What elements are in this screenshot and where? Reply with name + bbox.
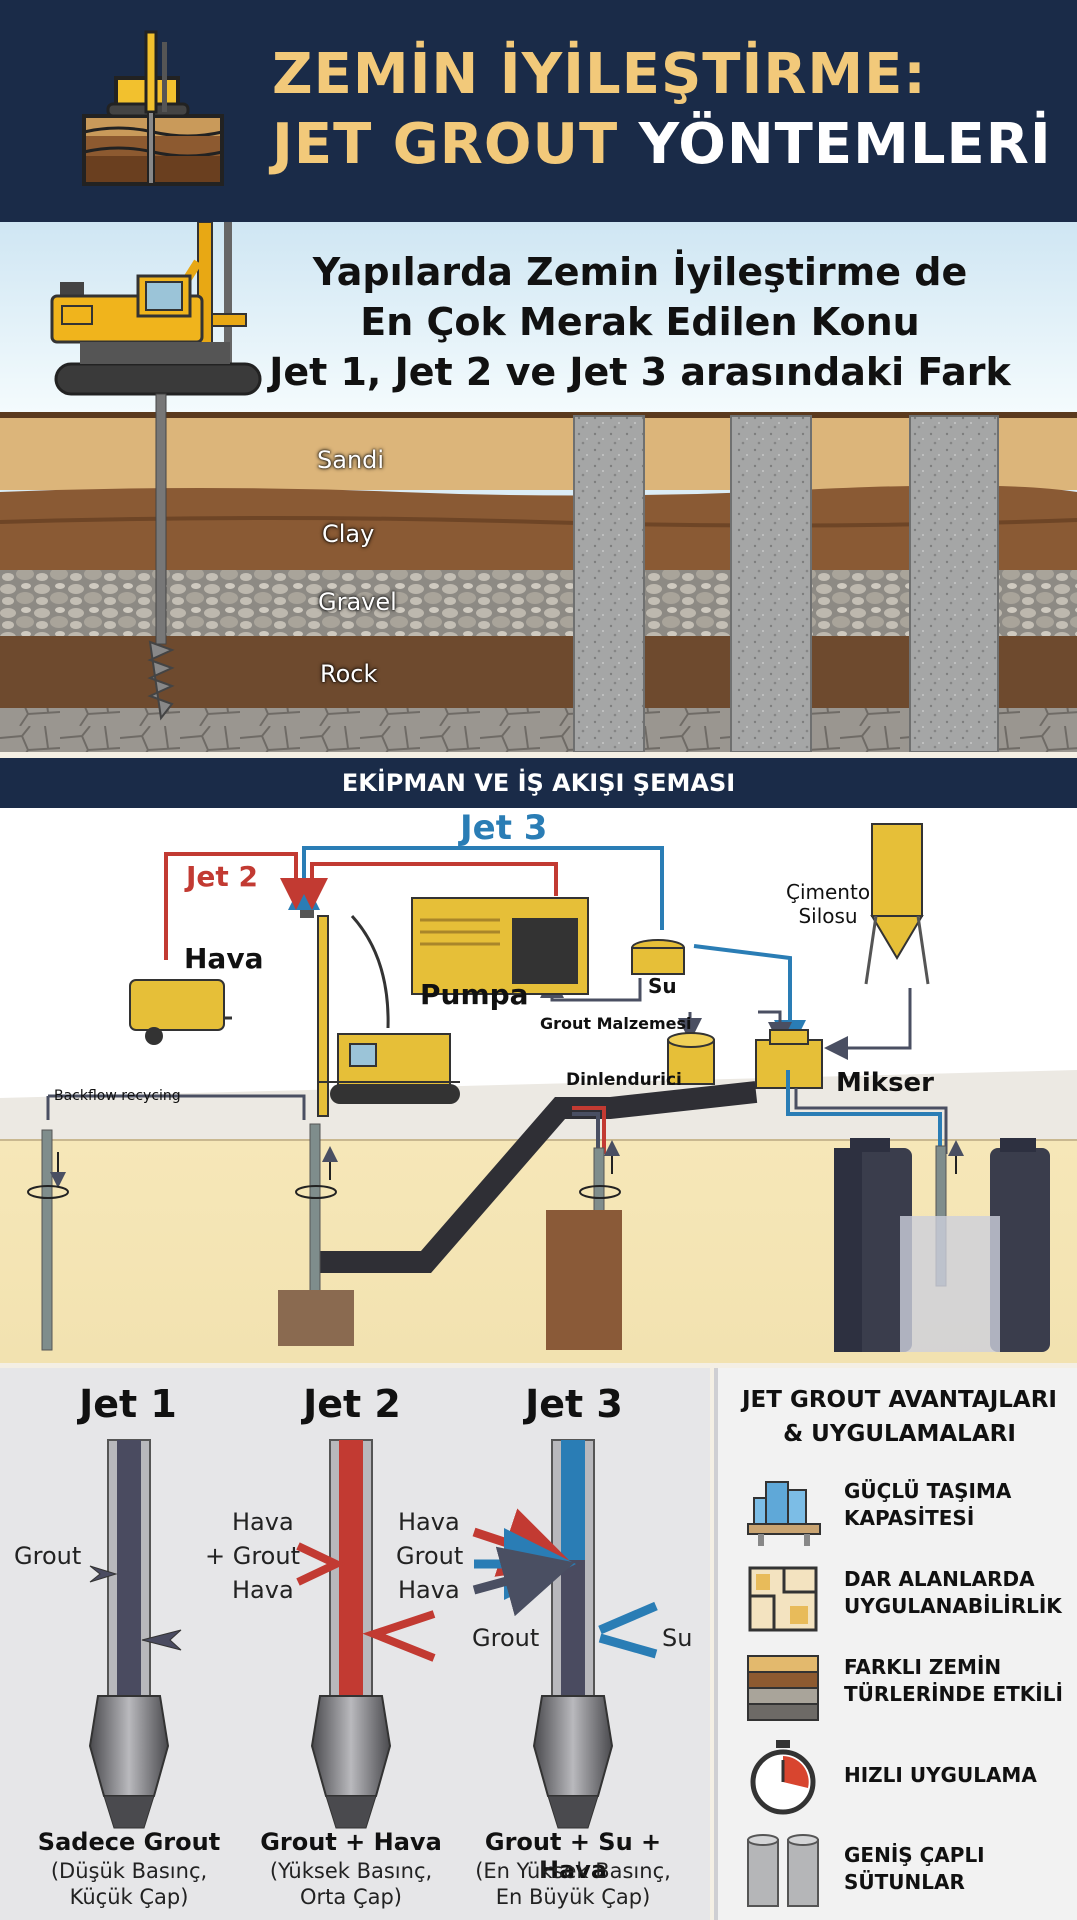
jet2-title: Jet 2 <box>303 1382 401 1426</box>
hava-label: Hava <box>184 942 264 975</box>
jet3-hava2-label: Hava <box>398 1576 460 1604</box>
layer-label-sand: Sandi <box>317 446 385 474</box>
cimento-label-line1: Çimento <box>786 880 871 904</box>
floorplan-icon <box>748 1566 818 1632</box>
advantage-4-label: HIZLI UYGULAMA <box>844 1762 1074 1789</box>
jet3-title: Jet 3 <box>525 1382 623 1426</box>
advantage-2-line1: DAR ALANLARDA <box>844 1567 1035 1591</box>
jet2-sub2: Orta Çap) <box>300 1885 402 1909</box>
cimento-label-line2: Silosu <box>798 904 858 928</box>
jet3-grout-lower-label: Grout <box>472 1624 540 1652</box>
jet-nozzle-comparison-illustration <box>88 1439 658 1829</box>
jet3-flow-label: Jet 3 <box>460 808 548 848</box>
soil-profile-section: Yapılarda Zemin İyileştirme de En Çok Me… <box>0 222 1077 752</box>
advantages-title-line2: & UYGULAMALARI <box>783 1421 1016 1447</box>
advantage-5-label: GENİŞ ÇAPLI SÜTUNLAR <box>844 1842 1074 1896</box>
header-banner: ZEMİN İYİLEŞTİRME: JET GROUT YÖNTEMLERİ <box>0 0 1077 222</box>
jet2-grout-label: + Grout <box>205 1542 300 1570</box>
dinlendirici-label: Dinlendurici <box>566 1070 682 1090</box>
header-title-line1: ZEMİN İYİLEŞTİRME: <box>272 42 927 107</box>
advantages-panel: JET GROUT AVANTAJLARI & UYGULAMALARI GÜÇ… <box>714 1368 1077 1920</box>
header-title-accent: JET GROUT <box>272 112 619 177</box>
jet1-caption: Sadece Grout <box>37 1828 221 1856</box>
workflow-banner: EKİPMAN VE İŞ AKIŞI ŞEMASI <box>0 758 1077 808</box>
jet3-sub2: En Büyük Çap) <box>495 1885 651 1909</box>
jet1-sub1: (Düşük Basınç, <box>50 1859 208 1883</box>
mikser-label: Mikser <box>836 1068 935 1098</box>
soil-layers-icon <box>747 1655 819 1721</box>
advantage-5-line2: SÜTUNLAR <box>844 1870 965 1894</box>
columns-icon <box>747 1834 819 1907</box>
layer-label-clay: Clay <box>322 520 375 548</box>
advantage-1-label: GÜÇLÜ TAŞIMA KAPASİTESİ <box>844 1478 1074 1532</box>
drilling-rig-logo-icon <box>82 30 224 186</box>
jet3-caption: Grout + Su + Hava <box>484 1828 662 1884</box>
jet1-grout-label: Grout <box>14 1542 82 1570</box>
soil-profile-illustration <box>0 222 1077 752</box>
advantage-3-label: FARKLI ZEMİN TÜRLERİNDE ETKİLİ <box>844 1654 1074 1708</box>
advantage-2-line2: UYGULANABİLİRLİK <box>844 1594 1062 1618</box>
advantage-5-line1: GENİŞ ÇAPLI <box>844 1843 985 1867</box>
jet3-hava-label: Hava <box>398 1508 460 1536</box>
jet3-grout-label: Grout <box>396 1542 464 1570</box>
layer-label-rock: Rock <box>320 660 378 688</box>
su-label: Su <box>648 974 677 998</box>
jet-comparison-panel: Jet 1 Jet 2 Jet 3 Grout Hava + Grout Hav… <box>0 1368 710 1920</box>
advantage-2-label: DAR ALANLARDA UYGULANABİLİRLİK <box>844 1566 1074 1620</box>
jet1-title: Jet 1 <box>79 1382 177 1426</box>
layer-label-gravel: Gravel <box>318 588 397 616</box>
building-icon <box>747 1481 821 1546</box>
jet2-caption: Grout + Hava <box>260 1828 442 1856</box>
jet3-su-label: Su <box>662 1624 693 1652</box>
jet3-sub1: (En Yüksek Basınç, <box>475 1859 671 1883</box>
jet2-sub1: (Yüksek Basınç, <box>269 1859 433 1883</box>
hero-text-line3: Jet 1, Jet 2 ve Jet 3 arasındaki Fark <box>269 350 1011 394</box>
header-title-rest: YÖNTEMLERİ <box>638 112 1052 177</box>
grout-malzemesi-label: Grout Malzemesi <box>540 1014 692 1033</box>
jet1-sub2: Küçük Çap) <box>69 1885 189 1909</box>
advantage-1-line1: GÜÇLÜ TAŞIMA <box>844 1479 1012 1503</box>
jet2-flow-label: Jet 2 <box>186 860 259 893</box>
jet2-hava-label: Hava <box>232 1508 294 1536</box>
advantage-3-line2: TÜRLERİNDE ETKİLİ <box>844 1682 1063 1706</box>
advantage-1-line2: KAPASİTESİ <box>844 1506 975 1530</box>
workflow-illustration <box>0 808 1077 1363</box>
stopwatch-icon <box>750 1740 816 1815</box>
pumpa-label: Pumpa <box>420 978 529 1011</box>
jet2-hava2-label: Hava <box>232 1576 294 1604</box>
hero-text-line1: Yapılarda Zemin İyileştirme de <box>312 250 968 294</box>
advantage-3-line1: FARKLI ZEMİN <box>844 1655 1002 1679</box>
advantage-4-line1: HIZLI UYGULAMA <box>844 1763 1037 1787</box>
header-title-line2: JET GROUT YÖNTEMLERİ <box>272 112 1052 177</box>
workflow-diagram: Jet 3 Jet 2 Hava Pumpa Su Çimento Silosu… <box>0 808 1077 1363</box>
backflow-label: Backflow recycing <box>54 1088 181 1104</box>
advantages-title-line1: JET GROUT AVANTAJLARI <box>742 1387 1057 1413</box>
hero-text-line2: En Çok Merak Edilen Konu <box>360 300 920 344</box>
cimento-silosu-label: Çimento Silosu <box>786 880 870 928</box>
